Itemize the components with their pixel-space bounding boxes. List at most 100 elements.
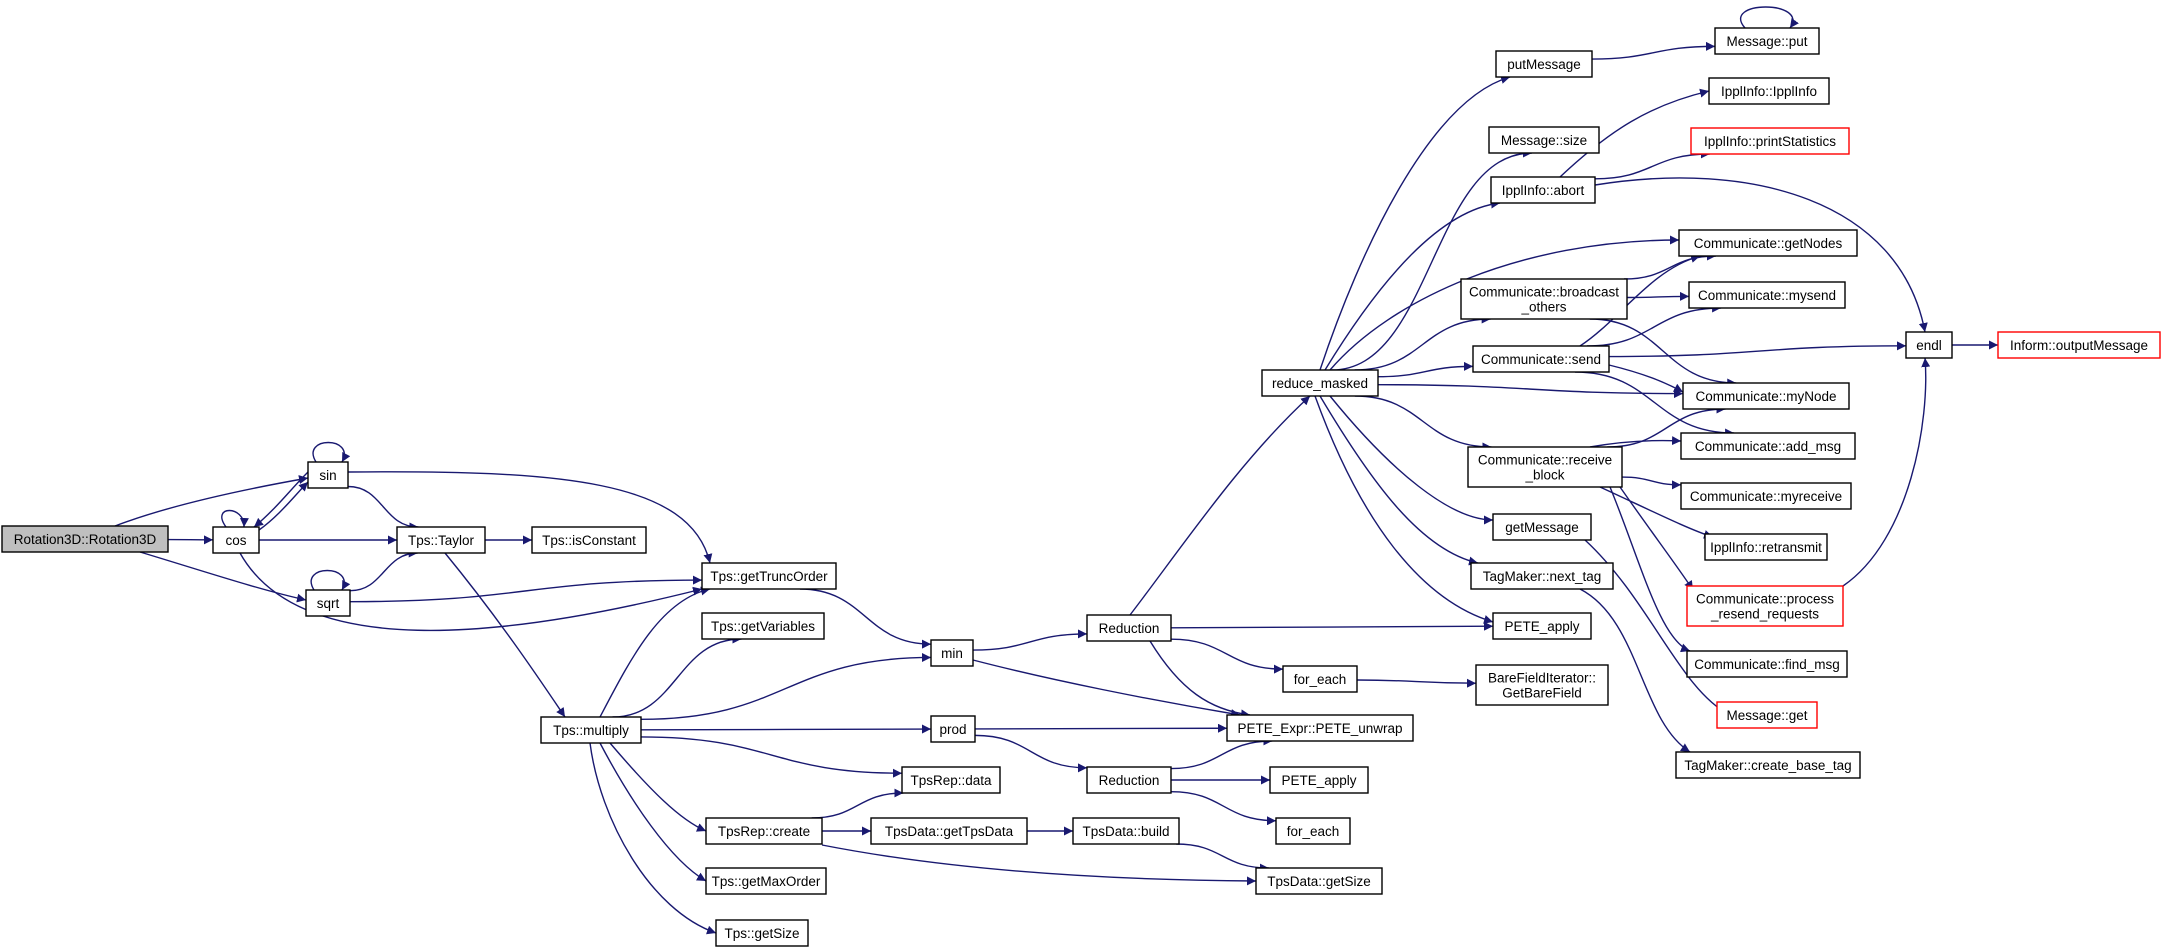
node-sqrt[interactable]: sqrt [305, 589, 351, 617]
edge-line [1609, 486, 1691, 653]
node-create[interactable]: TpsRep::create [705, 817, 823, 845]
node-msgget[interactable]: Message::get [1716, 701, 1818, 729]
node-dgetsize[interactable]: TpsData::getSize [1255, 867, 1383, 895]
node-outmsg[interactable]: Inform::outputMessage [1997, 331, 2161, 359]
node-min[interactable]: min [930, 639, 974, 667]
node-mysend[interactable]: Communicate::mysend [1688, 281, 1846, 309]
node-process[interactable]: Communicate::process_resend_requests [1686, 585, 1844, 627]
node-box [1086, 766, 1172, 794]
edges-layer [114, 6, 1998, 935]
node-ipplinfo[interactable]: IpplInfo::IpplInfo [1708, 77, 1830, 105]
edge-putmsg-to-msgput [1591, 41, 1716, 60]
node-peteapply1[interactable]: PETE_apply [1492, 612, 1592, 640]
edge-line [221, 509, 249, 528]
edge-red1-to-unwrap [1149, 640, 1251, 719]
edge-line [1377, 383, 1684, 399]
node-foreach2[interactable]: for_each [1275, 817, 1351, 845]
node-red2[interactable]: Reduction [1086, 766, 1172, 794]
node-getvars[interactable]: Tps::getVariables [701, 612, 825, 640]
node-label: PETE_Expr::PETE_unwrap [1237, 721, 1402, 736]
node-putmsg[interactable]: putMessage [1495, 50, 1593, 78]
edge-multiply-to-tpsgetsize [589, 742, 717, 935]
edge-abort-to-printstats [1594, 149, 1710, 180]
edge-multiply-to-min [640, 652, 932, 721]
node-box [1, 525, 169, 553]
edge-line [1591, 41, 1716, 60]
node-label: Communicate::process [1696, 592, 1834, 607]
node-label: Communicate::find_msg [1694, 657, 1840, 672]
node-sin[interactable]: sin [307, 461, 349, 489]
node-foreach1[interactable]: for_each [1282, 665, 1358, 693]
node-isconst[interactable]: Tps::isConstant [531, 526, 647, 554]
node-findmsg[interactable]: Communicate::find_msg [1686, 650, 1848, 678]
node-prod[interactable]: prod [930, 715, 976, 743]
node-bcast[interactable]: Communicate::broadcast_others [1460, 278, 1628, 320]
node-multiply[interactable]: Tps::multiply [540, 716, 642, 744]
edge-recv-to-findmsg [1609, 486, 1691, 653]
edge-line [347, 471, 713, 564]
node-abort[interactable]: IpplInfo::abort [1490, 176, 1596, 204]
node-trunc[interactable]: Tps::getTruncOrder [701, 562, 837, 590]
node-tpsgetsize[interactable]: Tps::getSize [715, 919, 809, 947]
edge-line [1324, 199, 1501, 371]
edge-min-to-unwrap [972, 659, 1241, 718]
edge-line [1579, 588, 1691, 753]
node-getnodes[interactable]: Communicate::getNodes [1678, 229, 1858, 257]
node-retransmit[interactable]: IpplInfo::retransmit [1704, 533, 1828, 561]
node-maxorder[interactable]: Tps::getMaxOrder [705, 867, 827, 895]
node-label: Communicate::broadcast [1469, 285, 1619, 300]
node-rot[interactable]: Rotation3D::Rotation3D [1, 525, 169, 553]
edge-recv-to-myrecv [1621, 476, 1682, 490]
node-reduce[interactable]: reduce_masked [1261, 369, 1379, 397]
node-box [1688, 281, 1846, 309]
edge-line [974, 723, 1228, 733]
edge-line [1329, 395, 1494, 525]
node-label: PETE_apply [1281, 773, 1356, 788]
node-box [212, 526, 260, 554]
node-nexttag[interactable]: TagMaker::next_tag [1470, 562, 1614, 590]
node-box [540, 716, 642, 744]
node-box [1678, 229, 1858, 257]
node-printstats[interactable]: IpplInfo::printStatistics [1690, 127, 1850, 155]
node-label: TpsData::getTpsData [885, 824, 1014, 839]
node-label: Tps::multiply [553, 723, 629, 738]
edge-recv-to-mynode [1607, 404, 1726, 448]
edge-msgput-to-msgput [1740, 6, 1799, 29]
edge-send-to-mynode [1608, 364, 1684, 393]
node-send[interactable]: Communicate::send [1472, 345, 1610, 373]
node-label: Reduction [1099, 773, 1160, 788]
edge-sin-to-trunc [347, 471, 713, 564]
node-msgsize[interactable]: Message::size [1488, 126, 1600, 154]
node-mynode[interactable]: Communicate::myNode [1682, 382, 1850, 410]
node-taylor[interactable]: Tps::Taylor [396, 526, 486, 554]
node-msgput[interactable]: Message::put [1714, 27, 1820, 55]
node-label: GetBareField [1502, 686, 1582, 701]
edge-line [1559, 88, 1710, 178]
edge-sqrt-to-taylor [349, 548, 418, 592]
edge-line [1608, 364, 1684, 393]
node-basetag[interactable]: TagMaker::create_base_tag [1675, 751, 1861, 779]
node-box [1475, 664, 1609, 706]
node-build[interactable]: TpsData::build [1072, 817, 1180, 845]
node-gettpsdata[interactable]: TpsData::getTpsData [870, 817, 1028, 845]
node-myrecv[interactable]: Communicate::myreceive [1680, 482, 1852, 510]
edge-line [599, 742, 707, 882]
node-addmsg[interactable]: Communicate::add_msg [1680, 432, 1856, 460]
node-box [1472, 345, 1610, 373]
node-tpsdata[interactable]: TpsRep::data [901, 766, 1001, 794]
node-peteapply2[interactable]: PETE_apply [1269, 766, 1369, 794]
node-box [1226, 714, 1414, 742]
edge-reduce-to-msgsize [1331, 148, 1533, 371]
node-box [1492, 612, 1592, 640]
node-box [1905, 331, 1953, 359]
node-red1[interactable]: Reduction [1086, 614, 1172, 642]
node-bfi[interactable]: BareFieldIterator::GetBareField [1475, 664, 1609, 706]
node-recv[interactable]: Communicate::receive_block [1467, 446, 1623, 488]
node-unwrap[interactable]: PETE_Expr::PETE_unwrap [1226, 714, 1414, 742]
node-cos[interactable]: cos [212, 526, 260, 554]
node-label: TpsRep::create [718, 824, 810, 839]
node-getmsg[interactable]: getMessage [1492, 513, 1592, 541]
node-label: Rotation3D::Rotation3D [14, 532, 157, 547]
node-endl[interactable]: endl [1905, 331, 1953, 359]
